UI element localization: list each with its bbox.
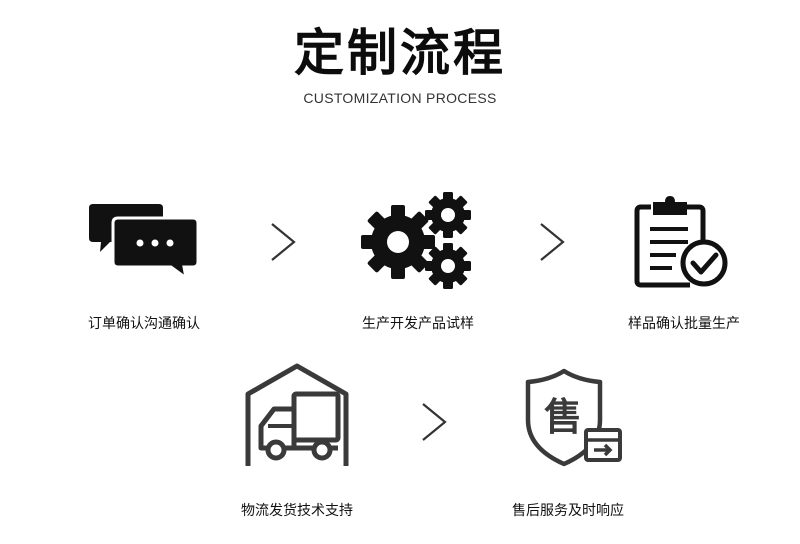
after-sales-shield-icon: 售 [525,368,622,467]
step-label-sample: 样品确认批量生产 [628,316,740,332]
page-title: 定制流程 [294,24,506,82]
chat-bubbles-icon [89,204,200,280]
page-subtitle: CUSTOMIZATION PROCESS [303,90,497,106]
clipboard-check-icon [634,196,728,288]
warehouse-truck-icon [245,363,349,466]
step-label-production: 生产开发产品试样 [362,316,474,332]
step-label-order: 订单确认沟通确认 [88,316,200,332]
step-label-after-sales: 售后服务及时响应 [512,503,624,519]
after-sales-glyph: 售 [544,395,582,439]
chevron-right-icon [540,223,565,261]
step-label-logistics: 物流发货技术支持 [241,503,353,519]
gears-icon [361,192,471,289]
chevron-right-icon [422,403,447,441]
chevron-right-icon [271,223,296,261]
